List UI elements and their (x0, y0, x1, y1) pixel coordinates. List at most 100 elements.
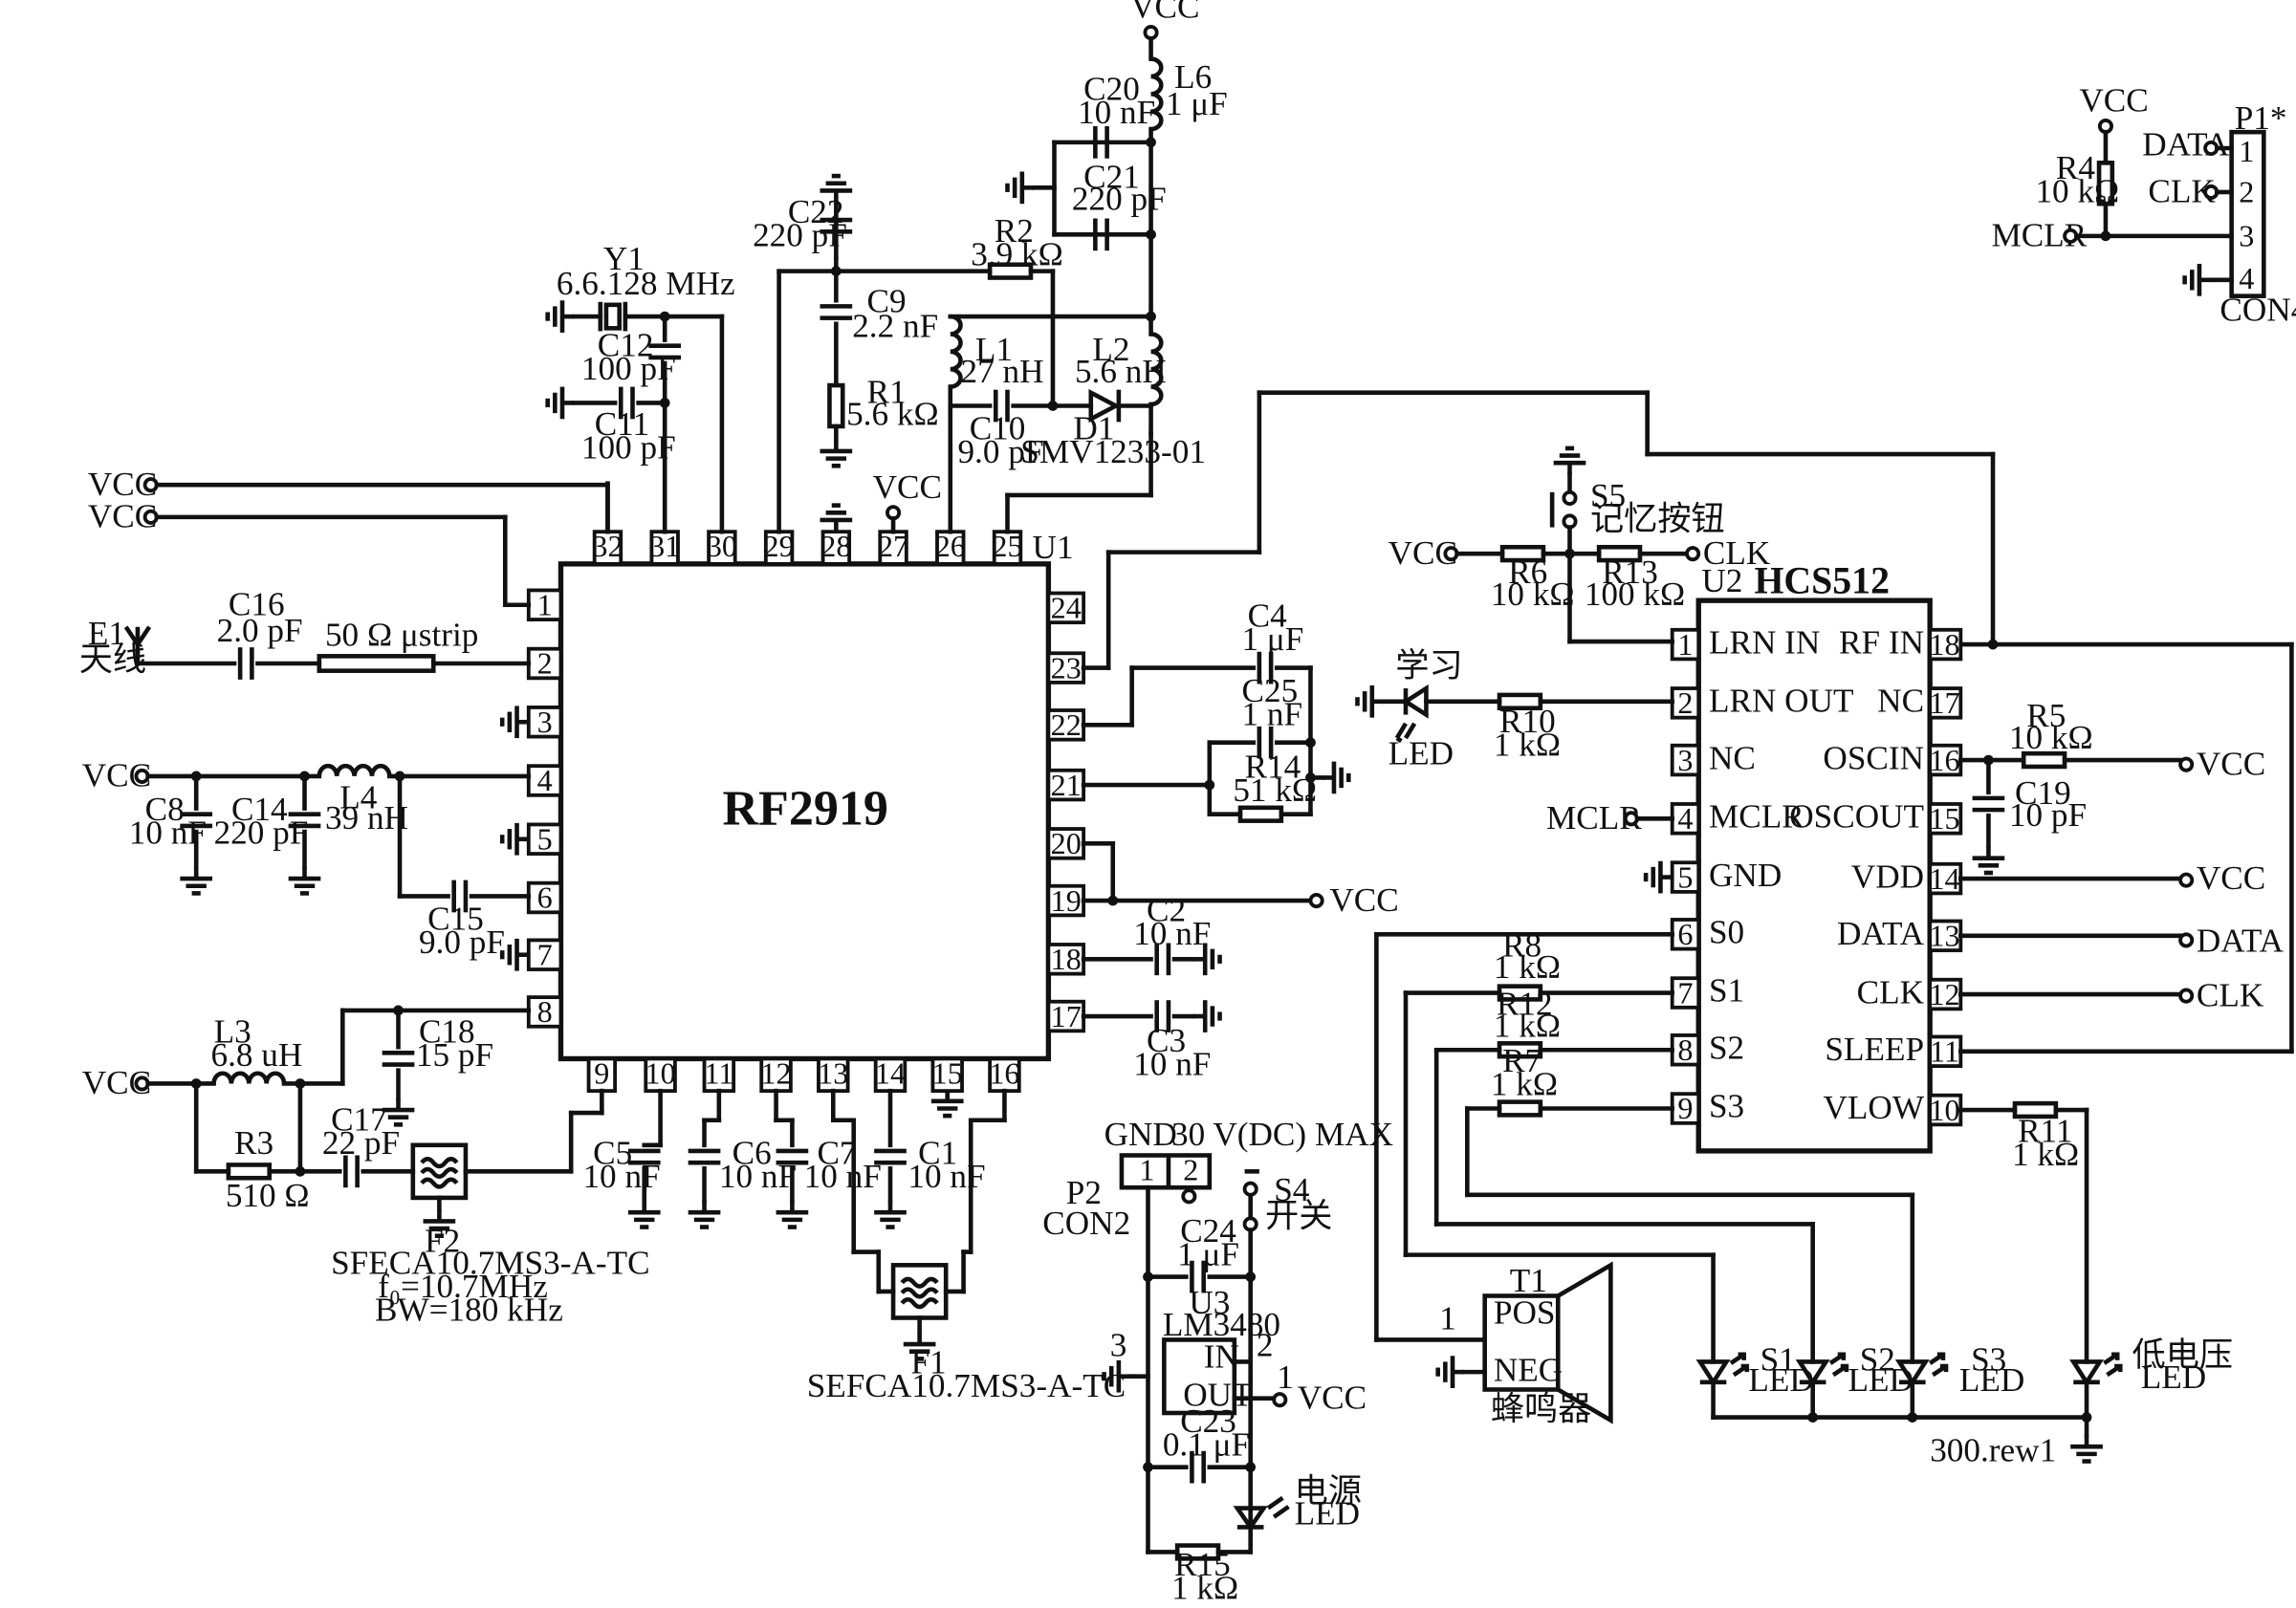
vcc-label-u3: VCC (1298, 1379, 1367, 1416)
vcc-label-top: VCC (1130, 0, 1199, 26)
led-s3-label: S3 (1971, 1341, 2006, 1379)
data-label-u2: DATA (2197, 923, 2285, 960)
svg-text:3: 3 (537, 705, 553, 739)
led-vlow-type: LED (2141, 1358, 2206, 1396)
u1-pin-21: 21 (1046, 768, 1086, 802)
u1-pin-3: 3 (526, 705, 563, 739)
c8-value: 10 nF (129, 814, 207, 851)
u1-pin-7: 7 (526, 937, 563, 971)
svg-text:12: 12 (760, 1055, 791, 1090)
r4-ref: R4 (2056, 149, 2095, 186)
d1-value: SMV1233-01 (1020, 433, 1206, 470)
r2-value: 3.9 kΩ (971, 235, 1063, 272)
c2-ref: C2 (1147, 891, 1186, 928)
svg-text:11: 11 (1930, 1034, 1959, 1069)
u1-pin-10: 10 (644, 1055, 677, 1094)
learn-led-label: 学习 (1395, 647, 1462, 684)
vcc-label-vdd: VCC (2197, 859, 2265, 897)
svg-text:10: 10 (1929, 1093, 1959, 1127)
svg-text:9: 9 (594, 1055, 609, 1090)
footer-label: 300.rew1 (1930, 1432, 2056, 1469)
svg-text:S2: S2 (1709, 1029, 1744, 1066)
c5-value: 10 nF (582, 1158, 660, 1195)
p1-connector: P1* 1 2 3 4 CON4 DATA CLK VCC R4 10 kΩ M… (1992, 82, 2296, 329)
hcs512-left-circuit: S5 记忆按钮 VCC CLK R6 10 kΩ R13 100 kΩ 学习 L… (1357, 448, 1915, 1364)
l3-value: 6.8 uH (211, 1036, 303, 1074)
svg-text:5: 5 (537, 821, 553, 856)
l4-ref: L4 (339, 779, 378, 816)
u2-hcs512-chip: HCS512 U2 (1695, 560, 1933, 1154)
c23-ref: C23 (1180, 1402, 1236, 1440)
u2-ref-label: U2 (1701, 562, 1742, 599)
t1-label: 蜂鸣器 (1491, 1391, 1592, 1428)
clk-label-r13: CLK (1703, 534, 1771, 572)
vcc-label-r5: VCC (2197, 745, 2265, 782)
svg-text:24: 24 (1051, 591, 1082, 625)
power-led-label: 电源 (1295, 1472, 1362, 1510)
y1-value: 6.6.128 MHz (557, 265, 735, 302)
svg-text:2: 2 (1677, 685, 1693, 720)
led-s3-type: LED (1959, 1361, 2024, 1399)
svg-text:15: 15 (932, 1055, 963, 1090)
svg-text:21: 21 (1051, 768, 1082, 802)
p1-pin2: 2 (2239, 175, 2254, 209)
vco-section: VCC L6 1 μF C20 10 nF C21 220 pF L1 27 n… (753, 0, 1228, 532)
u2-pin-5: 5 GND (1670, 857, 1782, 894)
svg-text:2: 2 (537, 646, 553, 681)
svg-text:GND: GND (1709, 857, 1782, 894)
u1-chip-name: RF2919 (722, 781, 887, 836)
p1-type: CON4 (2219, 292, 2296, 329)
r5-ref: R5 (2026, 697, 2066, 734)
strip-label: 50 Ω μstrip (325, 617, 478, 654)
c25-value: 1 nF (1242, 695, 1303, 732)
r13-ref: R13 (1602, 554, 1658, 591)
svg-text:5: 5 (1677, 859, 1693, 894)
c3-value: 10 nF (1133, 1045, 1211, 1082)
d1-ref: D1 (1073, 410, 1114, 447)
p1-pin1: 1 (2239, 134, 2254, 168)
u3-name: LM3480 (1163, 1306, 1280, 1343)
svg-text:16: 16 (1929, 743, 1959, 777)
svg-text:26: 26 (935, 529, 966, 563)
svg-text:23: 23 (1051, 650, 1082, 684)
svg-text:12: 12 (1929, 977, 1959, 1011)
svg-text:13: 13 (818, 1055, 848, 1090)
c21-ref: C21 (1083, 158, 1140, 195)
svg-text:8: 8 (1677, 1032, 1693, 1067)
rf-input-section: VCC VCC E1 天线 C16 2.0 pF 50 Ω μstrip VCC… (79, 466, 650, 1329)
u1-pin-13: 13 (817, 1055, 850, 1094)
svg-text:VDD: VDD (1851, 858, 1924, 895)
svg-text:6: 6 (537, 880, 553, 915)
u1-pin-27: 27 (878, 529, 908, 566)
c9-ref: C9 (867, 283, 907, 320)
c9-value: 2.2 nF (852, 308, 938, 345)
c18-ref: C18 (419, 1013, 475, 1051)
r8-value: 1 kΩ (1494, 948, 1561, 986)
c10-ref: C10 (970, 410, 1026, 447)
c15-value: 9.0 pF (419, 924, 505, 961)
svg-text:OSCOUT: OSCOUT (1789, 797, 1924, 835)
u1-pin-18: 18 (1046, 942, 1086, 976)
y1-ref: Y1 (603, 240, 645, 277)
u1-bottom-pins: 9 10 11 12 13 14 15 16 (586, 1055, 1021, 1094)
c17-value: 22 pF (322, 1124, 400, 1162)
svg-text:18: 18 (1051, 942, 1082, 976)
p1-pin4: 4 (2239, 261, 2254, 295)
c17-ref: C17 (331, 1100, 387, 1138)
u1-pin-24: 24 (1046, 591, 1086, 625)
u1-pin-12: 12 (759, 1055, 793, 1094)
svg-text:DATA: DATA (1837, 915, 1925, 952)
s5-ref: S5 (1590, 477, 1626, 514)
u1-pin-16: 16 (988, 1055, 1021, 1094)
l2-value: 5.6 nH (1075, 353, 1167, 390)
svg-text:OSCIN: OSCIN (1823, 739, 1924, 776)
u1-pin-28: 28 (820, 529, 851, 566)
